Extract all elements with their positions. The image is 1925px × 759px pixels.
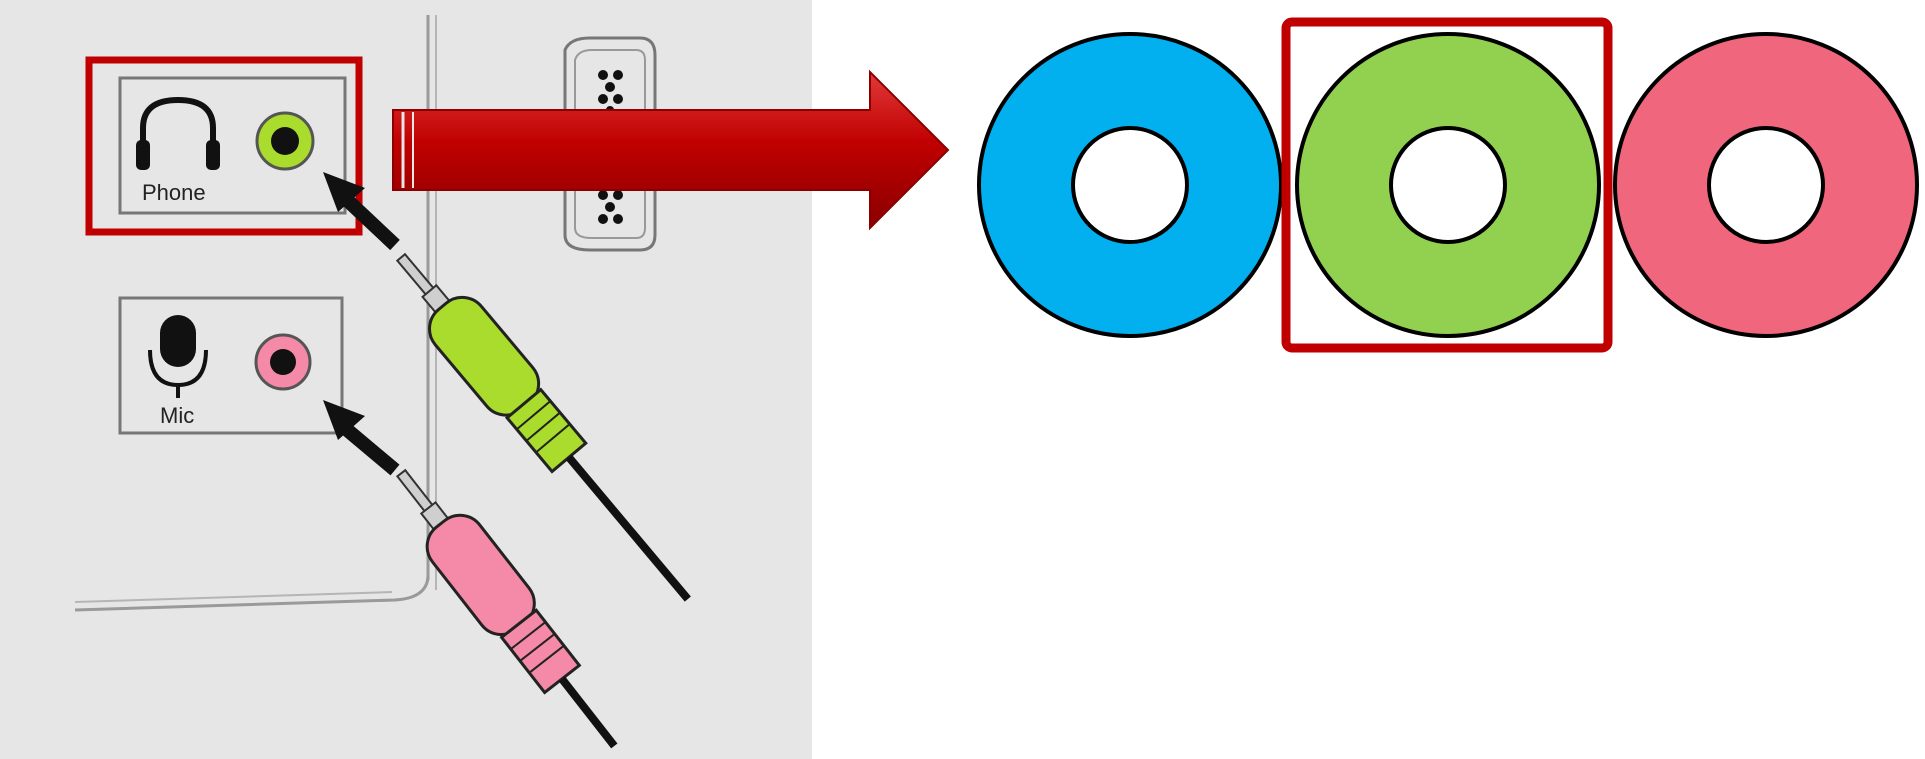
pink-audio-jack xyxy=(256,335,310,389)
blue-ring xyxy=(979,34,1281,336)
mic-label: Mic xyxy=(160,403,194,428)
green-ring xyxy=(1297,34,1599,336)
green-audio-jack xyxy=(257,113,313,169)
phone-label: Phone xyxy=(142,180,206,205)
pink-ring xyxy=(1615,34,1917,336)
